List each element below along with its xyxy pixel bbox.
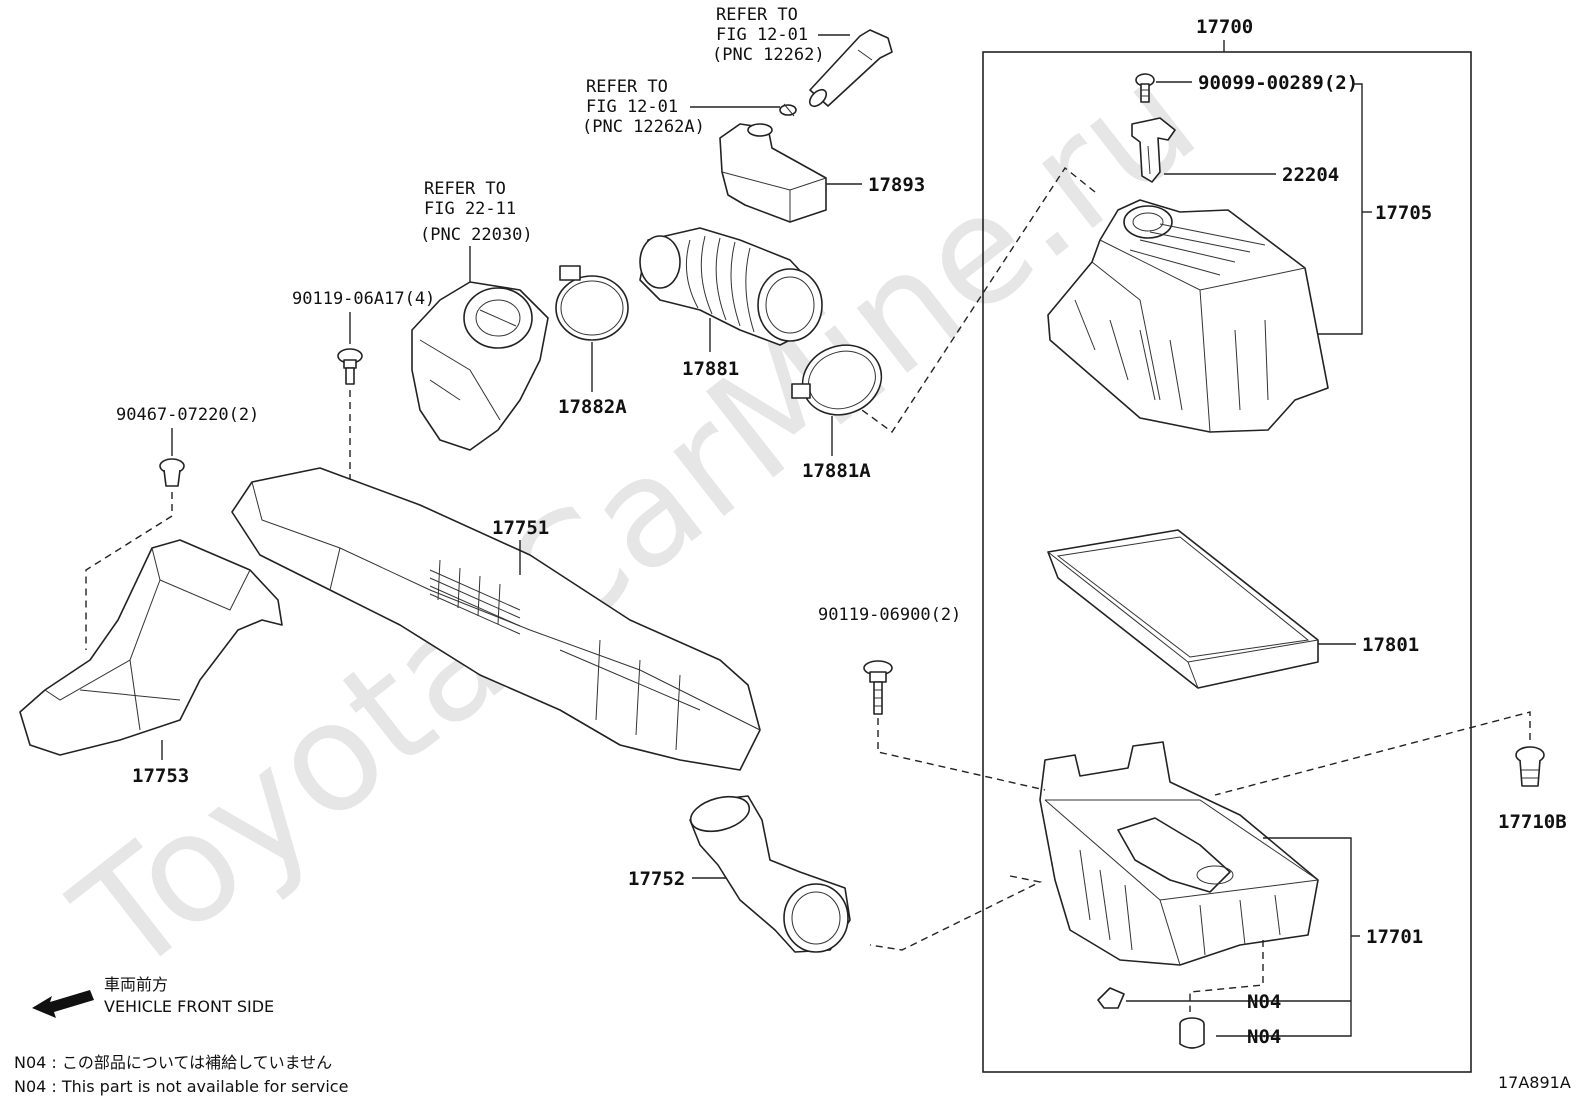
clip-17710b-icon bbox=[1515, 746, 1545, 787]
label-17752: 17752 bbox=[628, 868, 685, 890]
ref2-line2: FIG 12-01 bbox=[586, 97, 678, 117]
screw-90099-icon bbox=[1135, 73, 1155, 103]
label-17705: 17705 bbox=[1375, 202, 1432, 224]
note-en: N04 : This part is not available for ser… bbox=[14, 1077, 348, 1096]
label-17700: 17700 bbox=[1196, 16, 1253, 38]
label-n04-b: N04 bbox=[1247, 1026, 1281, 1048]
elbow-hose-17752-icon bbox=[689, 795, 851, 953]
resonator-17893-icon bbox=[719, 123, 827, 223]
ref3-line1: REFER TO bbox=[424, 179, 506, 199]
clip-90467-icon bbox=[159, 458, 185, 487]
air-duct-17753-icon bbox=[19, 539, 283, 756]
vehicle-front-arrow-icon bbox=[32, 990, 94, 1018]
label-n04-a: N04 bbox=[1247, 991, 1281, 1013]
assembly-frame bbox=[982, 51, 1472, 1073]
bolt-90119-06900-icon bbox=[863, 660, 893, 715]
bolt-90119-06a17-icon bbox=[337, 348, 363, 385]
hose-clip-icon bbox=[779, 103, 797, 117]
air-filter-17801-icon bbox=[1047, 529, 1319, 689]
note-jp: N04 : この部品については補給していません bbox=[14, 1053, 332, 1072]
intake-duct-17751-icon bbox=[231, 467, 761, 771]
label-90099: 90099-00289(2) bbox=[1198, 72, 1358, 94]
clamp-17882a-icon bbox=[555, 265, 629, 341]
label-17701: 17701 bbox=[1366, 926, 1423, 948]
direction-jp: 車両前方 bbox=[104, 975, 168, 994]
airflow-sensor-22204-icon bbox=[1131, 117, 1176, 183]
label-90119a: 90119-06A17(4) bbox=[292, 289, 435, 309]
air-cleaner-cap-17705-icon bbox=[1047, 199, 1329, 433]
clamp-17881a-icon bbox=[791, 344, 883, 416]
label-17882a: 17882A bbox=[558, 396, 627, 418]
ref1-line1: REFER TO bbox=[716, 5, 798, 25]
figure-code: 17A891A bbox=[1498, 1073, 1571, 1092]
label-90119b: 90119-06900(2) bbox=[818, 605, 961, 625]
grommet-n04-icon bbox=[1179, 1017, 1205, 1049]
label-17751: 17751 bbox=[492, 517, 549, 539]
label-17753: 17753 bbox=[132, 765, 189, 787]
ref1-line2: FIG 12-01 bbox=[716, 25, 808, 45]
label-22204: 22204 bbox=[1282, 164, 1339, 186]
ref1-line3: (PNC 12262) bbox=[712, 45, 825, 65]
label-90467: 90467-07220(2) bbox=[116, 405, 259, 425]
watermark: Toyota-CarMine.ru bbox=[44, 31, 1227, 1009]
ref3-line3: (PNC 22030) bbox=[420, 225, 533, 245]
ref3-line2: FIG 22-11 bbox=[424, 199, 516, 219]
throttle-body-icon bbox=[411, 281, 549, 451]
air-cleaner-case-17701-icon bbox=[1039, 741, 1319, 966]
ref2-line1: REFER TO bbox=[586, 77, 668, 97]
breather-hose-icon bbox=[808, 29, 893, 108]
label-17710b: 17710B bbox=[1498, 811, 1567, 833]
label-17881: 17881 bbox=[682, 358, 739, 380]
label-17881a: 17881A bbox=[802, 460, 871, 482]
ref2-line3: (PNC 12262A) bbox=[582, 117, 705, 137]
intake-hose-17881-icon bbox=[639, 227, 823, 346]
label-17801: 17801 bbox=[1362, 634, 1419, 656]
label-17893: 17893 bbox=[868, 174, 925, 196]
cap-n04-icon bbox=[1097, 987, 1125, 1009]
direction-en: VEHICLE FRONT SIDE bbox=[104, 997, 274, 1016]
